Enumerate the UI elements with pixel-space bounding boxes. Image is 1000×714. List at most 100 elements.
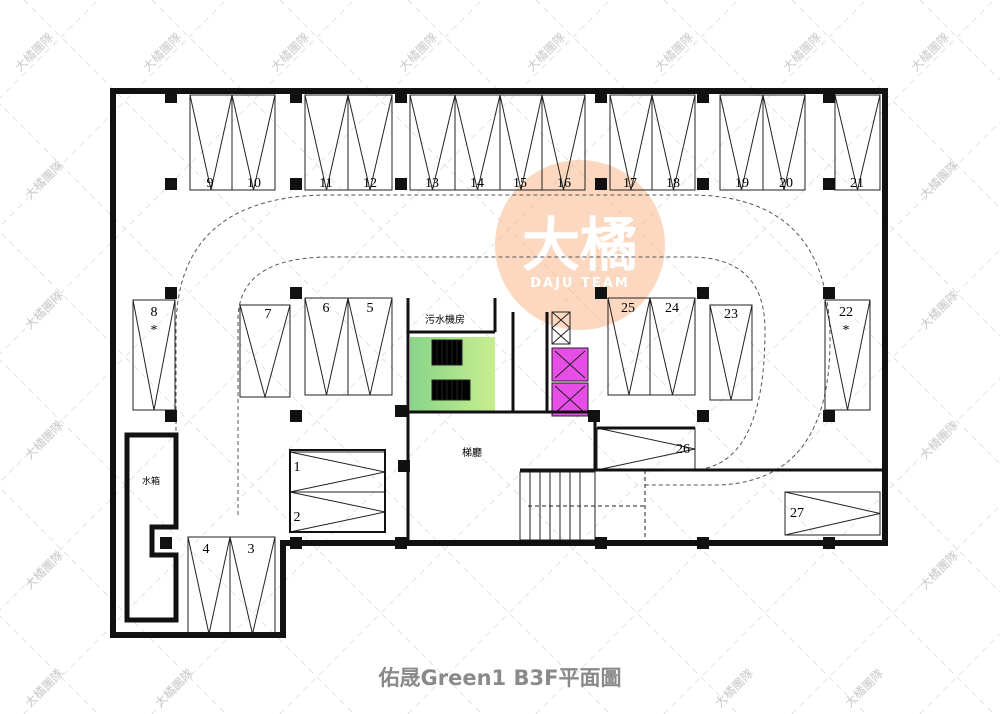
watermark-text: 大橘團隊	[652, 30, 697, 75]
walls	[110, 88, 888, 638]
special-mark: *	[843, 323, 850, 338]
column	[697, 287, 709, 299]
column	[165, 91, 177, 103]
parking-number: 18	[666, 176, 680, 191]
parking-number: 11	[319, 176, 332, 191]
column	[823, 537, 835, 549]
watermark-text: 大橘團隊	[12, 30, 57, 75]
watermark-text: 大橘團隊	[524, 30, 569, 75]
parking-space-20	[762, 94, 806, 191]
column	[595, 91, 607, 103]
column	[697, 537, 709, 549]
parking-number: 4	[203, 542, 210, 557]
column	[697, 91, 709, 103]
parking-number: 16	[557, 176, 571, 191]
parking-space-10	[231, 94, 276, 191]
parking-number: 13	[425, 176, 439, 191]
parking-number: 6	[323, 301, 330, 316]
room-label-water-tank: 水箱	[142, 475, 160, 487]
parking-number: 26	[676, 442, 690, 457]
column	[165, 287, 177, 299]
parking-space-24	[649, 297, 696, 396]
parking-space-23	[709, 304, 753, 401]
parking-number: 7	[265, 307, 272, 322]
svg-text:DAJU TEAM: DAJU TEAM	[530, 276, 630, 291]
column	[290, 91, 302, 103]
column	[165, 178, 177, 190]
watermark-text: 大橘團隊	[268, 30, 313, 75]
watermark-text: 大橘團隊	[917, 548, 962, 593]
parking-space-7	[239, 304, 291, 399]
parking-space-16	[541, 94, 586, 191]
parking-number: 27	[790, 506, 804, 521]
parking-number: 17	[623, 176, 637, 191]
parking-number: 9	[207, 176, 214, 191]
parking-number: 24	[665, 301, 679, 316]
room-label-sewage: 污水機房	[425, 313, 465, 326]
parking-space-21	[834, 94, 881, 191]
column	[290, 410, 302, 422]
parking-number: 3	[248, 542, 255, 557]
column	[595, 287, 607, 299]
watermark-text: 大橘團隊	[22, 158, 67, 203]
parking-number: 10	[247, 176, 261, 191]
column	[697, 410, 709, 422]
column	[395, 405, 407, 417]
parking-number: 14	[470, 176, 484, 191]
column	[165, 410, 177, 422]
parking-space-8	[132, 299, 176, 411]
columns	[160, 91, 835, 549]
page-title: 佑晟Green1 B3F平面圖	[378, 666, 622, 690]
special-mark: *	[151, 323, 158, 338]
watermark-text: 大橘團隊	[22, 418, 67, 463]
column	[588, 410, 600, 422]
column	[823, 91, 835, 103]
parking-number: 12	[363, 176, 377, 191]
watermark-text: 大橘團隊	[917, 288, 962, 333]
room-label-lobby: 梯廳	[462, 446, 482, 459]
column	[697, 178, 709, 190]
watermark-text: 大橘團隊	[140, 30, 185, 75]
parking-number: 23	[724, 307, 738, 322]
stairs-icon	[431, 339, 471, 401]
parking-space-2	[289, 491, 386, 533]
watermark-text: 大橘團隊	[917, 418, 962, 463]
watermark-text: 大橘團隊	[917, 158, 962, 203]
column	[395, 537, 407, 549]
column	[160, 537, 172, 549]
logo: 大橘 DAJU TEAM	[495, 160, 665, 330]
parking-number: 25	[621, 301, 635, 316]
watermark-text: 大橘團隊	[780, 30, 825, 75]
column	[290, 287, 302, 299]
parking-space-12	[347, 94, 393, 191]
driveway-outer	[175, 194, 831, 515]
parking-space-27	[784, 491, 881, 536]
svg-text:大橘: 大橘	[522, 211, 638, 279]
parking-space-18	[651, 94, 696, 191]
ramp	[519, 470, 646, 541]
column	[395, 91, 407, 103]
parking-number: 19	[735, 176, 749, 191]
parking-space-22	[824, 299, 871, 411]
column	[595, 537, 607, 549]
parking-space-5	[347, 297, 393, 396]
parking-number: 20	[779, 176, 793, 191]
driveway-inner	[237, 256, 766, 515]
column	[398, 460, 410, 472]
watermark-text: 大橘團隊	[22, 288, 67, 333]
parking-number: 5	[367, 301, 374, 316]
parking-number: 1	[294, 460, 301, 475]
watermark-text: 大橘團隊	[908, 30, 953, 75]
parking-number: 15	[513, 176, 527, 191]
watermark-text: 大橘團隊	[22, 548, 67, 593]
parking-number: 8	[151, 305, 158, 320]
parking-number: 22	[839, 305, 853, 320]
parking-number: 21	[850, 176, 864, 191]
column	[395, 178, 407, 190]
watermark-text: 大橘團隊	[396, 30, 441, 75]
column	[823, 287, 835, 299]
column	[290, 178, 302, 190]
parking-number: 2	[294, 510, 301, 525]
